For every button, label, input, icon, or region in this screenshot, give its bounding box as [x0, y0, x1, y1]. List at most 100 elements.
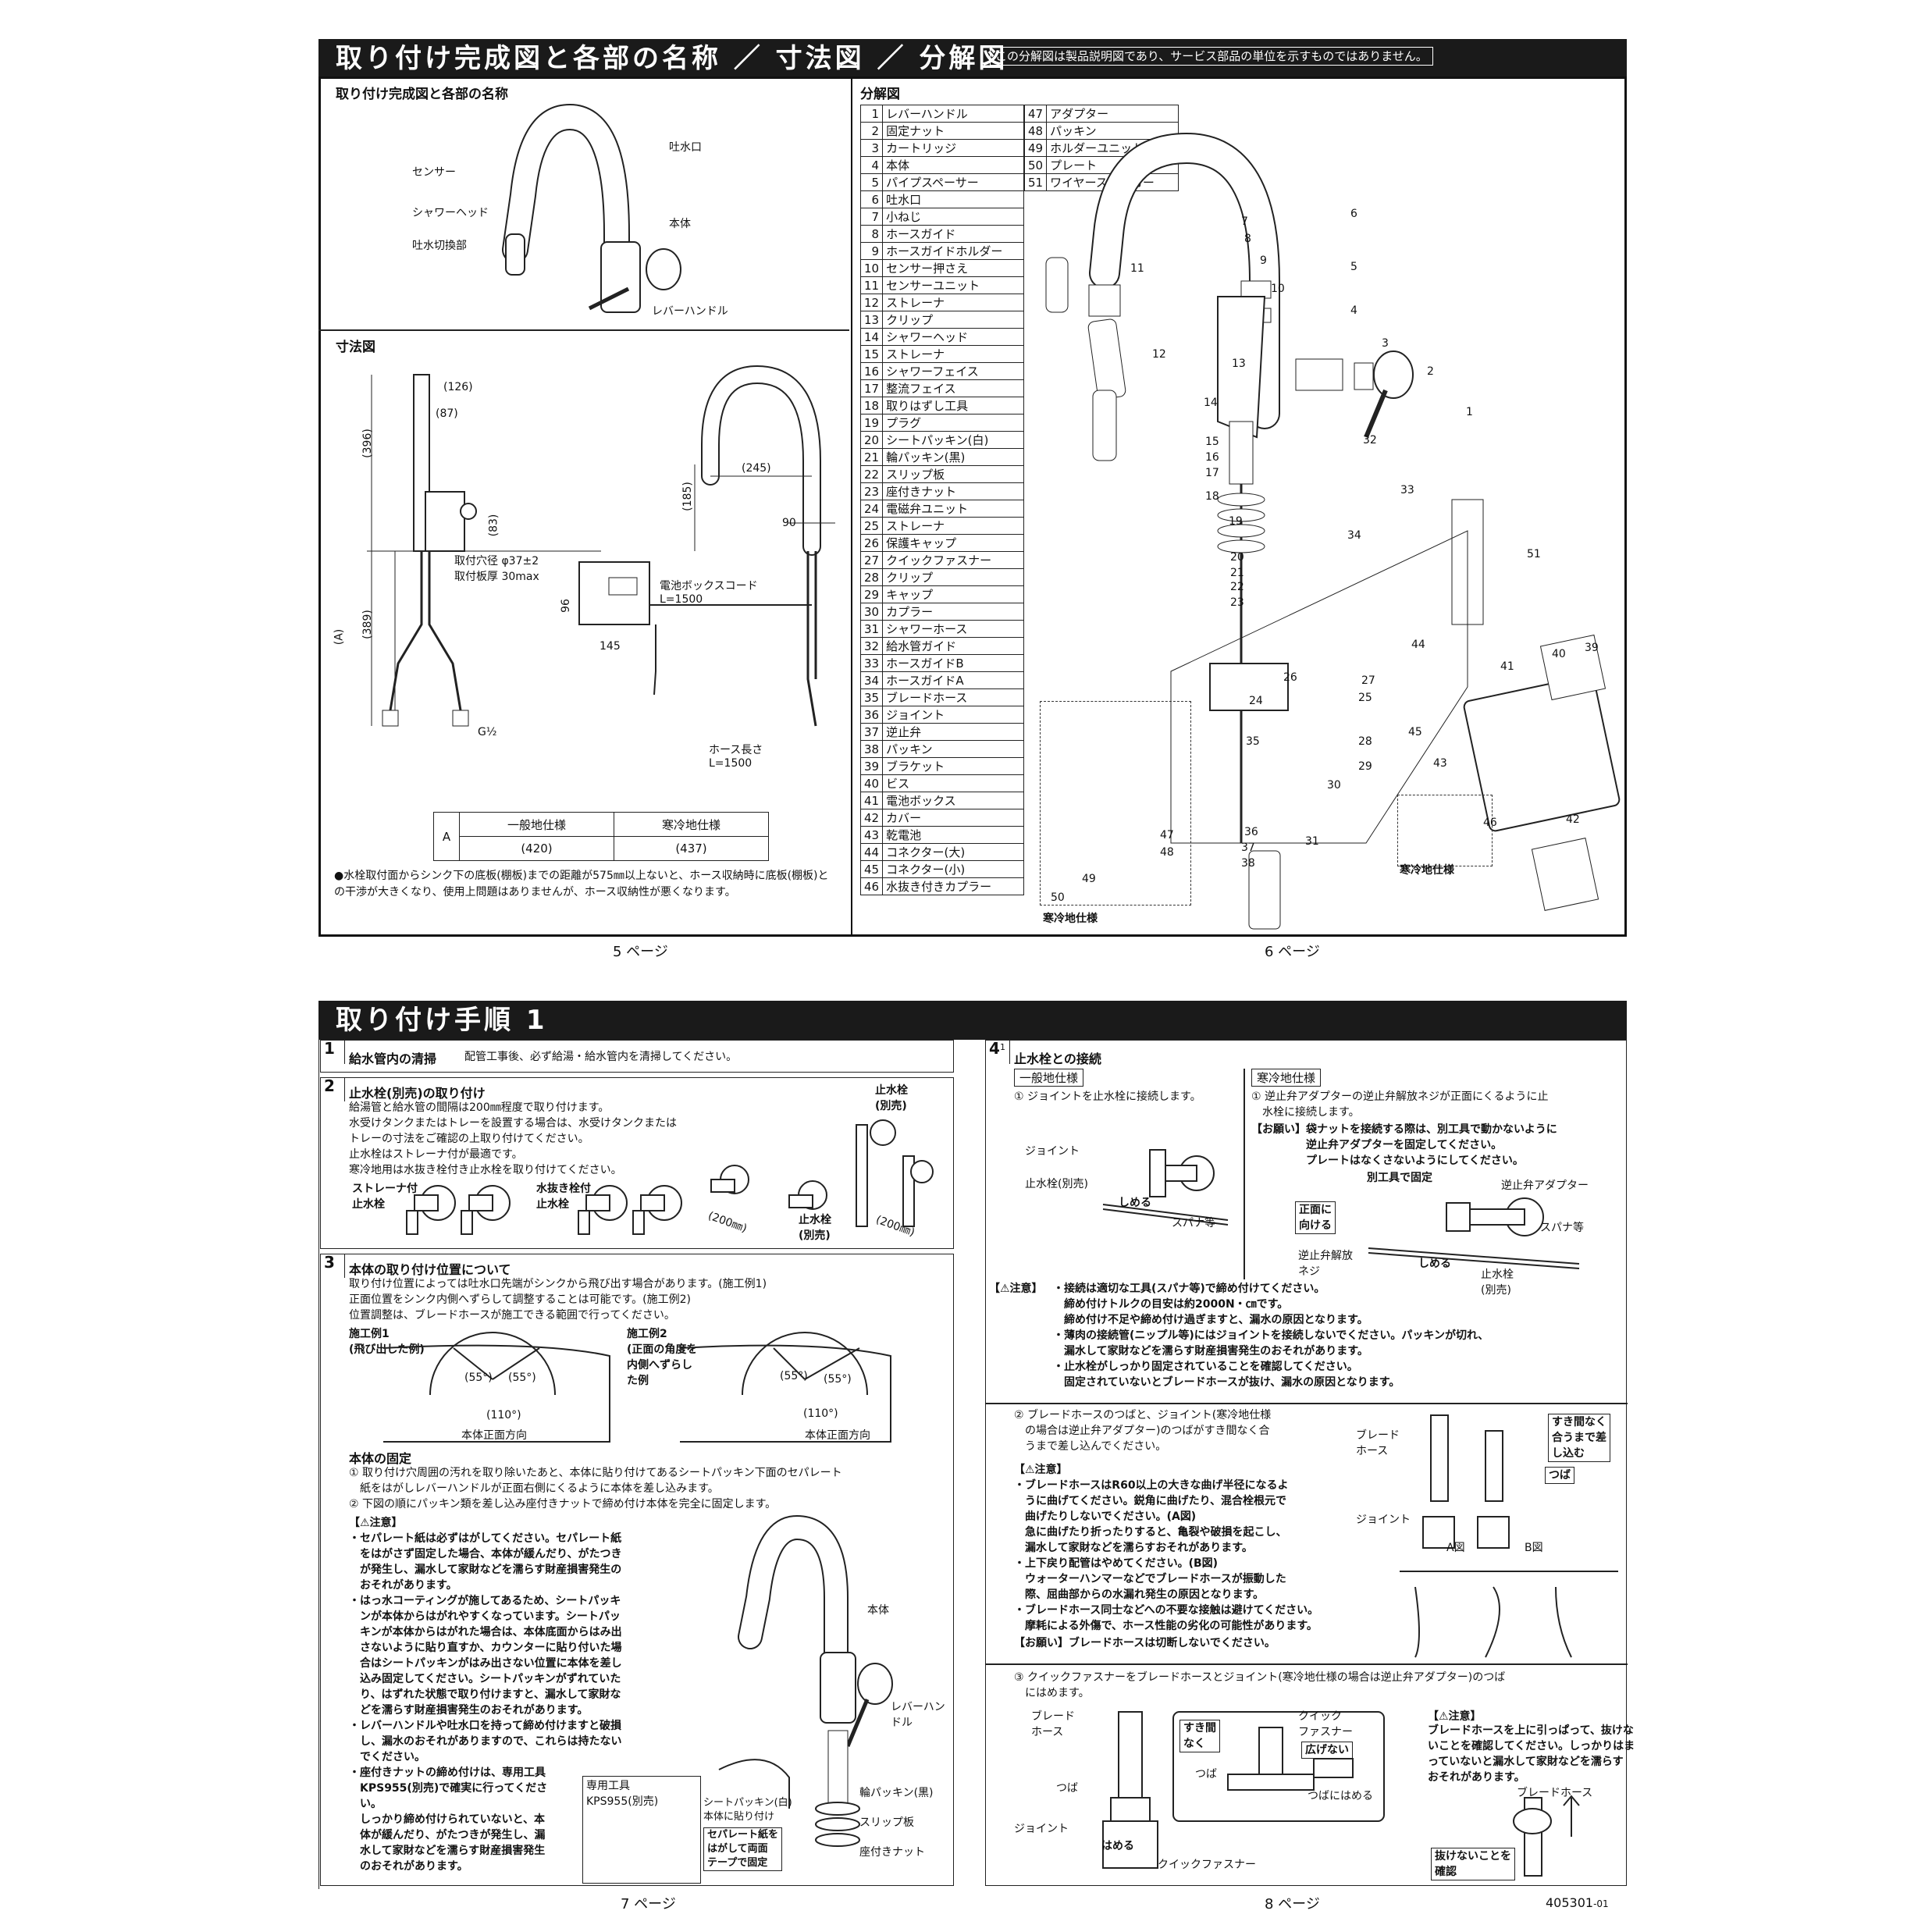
label-spout: 吐水口	[669, 141, 702, 154]
g-label-valve: 止水栓(別売)	[1025, 1178, 1088, 1190]
part-number: 21	[859, 448, 884, 466]
part-number: 39	[859, 757, 884, 775]
caution-line: うに曲げてください。鋭角に曲げたり、混合栓根元で	[1014, 1495, 1287, 1507]
caution-line: 漏水して家財などを濡らすおそれがあります。	[1014, 1542, 1253, 1554]
callout-19: 19	[1229, 515, 1243, 528]
c-label-release-screw: 逆止弁解放 ネジ	[1298, 1250, 1353, 1278]
part-name: シャワーホース	[882, 620, 1025, 638]
f2-label-flange: つば	[1545, 1467, 1574, 1484]
callout-6: 6	[1350, 208, 1357, 220]
dimension-A-table: A 一般地仕様 寒冷地仕様 (420) (437)	[433, 812, 769, 861]
caution-1-title: 【⚠注意】	[989, 1283, 1043, 1295]
step-1-text: 配管工事後、必ず給湯・給水管内を清掃してください。	[464, 1051, 738, 1063]
step-3-line: 位置調整は、ブレードホースが施工できる範囲で行ってください。	[349, 1309, 675, 1322]
top-section-frame	[318, 76, 1627, 937]
caution-line: 摩耗による外傷で、ホース性能の劣化の可能性があります。	[1014, 1620, 1318, 1632]
part-number: 18	[859, 397, 884, 415]
f2-label-B: B図	[1525, 1542, 1543, 1554]
caution-line: ・ブレードホース同士などへの不要な接触は避けてください。	[1014, 1604, 1319, 1617]
exploded-view-figure	[1045, 132, 1621, 930]
caution-line: ・はっ水コーティングが施してあるため、シートパッキ	[349, 1595, 621, 1607]
callout-18: 18	[1205, 490, 1219, 503]
part-name: ホースガイドA	[882, 671, 1025, 689]
dimension-drawing-front	[578, 365, 835, 727]
part-number: 44	[859, 843, 884, 861]
part-name: 給水管ガイド	[882, 637, 1025, 655]
step-3-caution-title: 【⚠注意】	[349, 1517, 403, 1529]
f3-label-fastener-2: クイックファスナー	[1158, 1859, 1256, 1871]
dim-90: 90	[782, 517, 796, 529]
fix-line: 紙をはがしレバーハンドルが正面右側にくるように本体を差し込みます。	[349, 1482, 719, 1495]
part-number: 16	[859, 362, 884, 380]
step-2: 2 止水栓(別売)の取り付け 給湯管と給水管の間隔は200㎜程度で取り付けます。…	[320, 1076, 954, 1249]
c-label-adapter: 逆止弁アダプター	[1501, 1179, 1589, 1192]
caution-line: のおそれがあります。	[349, 1860, 468, 1873]
part-name: 座付きナット	[882, 482, 1025, 500]
part-number: 51	[1023, 173, 1048, 191]
fix-label-body: 本体	[867, 1604, 889, 1617]
top-section-title: 取り付け完成図と各部の名称 ／ 寸法図 ／ 分解図	[336, 43, 1009, 74]
callout-12: 12	[1152, 348, 1166, 361]
part-number: 9	[859, 242, 884, 260]
part-name: クイックファスナー	[882, 551, 1025, 569]
f3-label-no-gap: すき間 なく	[1179, 1720, 1220, 1752]
callout-21: 21	[1230, 567, 1244, 579]
cold-label-1: 寒冷地仕様	[1043, 913, 1098, 925]
callout-46: 46	[1483, 817, 1497, 829]
caution-line: キンが本体からはがれた場合は、本体底面からはみ出	[349, 1626, 622, 1638]
part-number: 1	[859, 105, 884, 123]
example-diagrams	[382, 1332, 891, 1443]
f3-label-joint: ジョイント	[1014, 1823, 1069, 1835]
part-name: クリップ	[882, 311, 1025, 329]
part-name: クリップ	[882, 568, 1025, 586]
callout-50: 50	[1051, 891, 1065, 904]
table-header-cold: 寒冷地仕様	[614, 812, 769, 837]
step-4-number: 4	[989, 1039, 1000, 1058]
callout-48: 48	[1160, 846, 1174, 859]
callout-20: 20	[1230, 551, 1244, 564]
part-name: コネクター(大)	[882, 843, 1025, 861]
bottom-section-band: 取り付け手順 1	[318, 1001, 1627, 1040]
part-number: 8	[859, 225, 884, 243]
dim-185: (185)	[681, 482, 694, 511]
step-3-line: 正面位置をシンク内側へずらして調整することは可能です。(施工例2)	[349, 1293, 692, 1306]
battery-cord-label: 電池ボックスコード	[660, 580, 758, 592]
request-2: 【お願い】ブレードホースは切断しないでください。	[1014, 1637, 1276, 1649]
caution-line: KPS955(別売)で確実に行ってくださ	[349, 1782, 548, 1795]
table-value-cold: (437)	[614, 836, 769, 861]
step-4-2: ② ブレードホースのつばと、ジョイント(寒冷地仕様 の場合は逆止弁アダプター)の…	[1014, 1407, 1271, 1454]
callout-2: 2	[1427, 365, 1434, 378]
seat-packing-label: シートパッキン(白) 本体に貼り付け	[703, 1797, 792, 1823]
part-name: 電磁弁ユニット	[882, 500, 1025, 518]
caution-line: ・レバーハンドルや吐水口を持って締め付けますと破損	[349, 1720, 622, 1732]
part-number: 11	[859, 276, 884, 294]
part-name: カバー	[882, 809, 1025, 827]
label-strainer-valve: ストレーナ付 止水栓	[352, 1183, 418, 1211]
step-4-2-line: の場合は逆止弁アダプター)のつばがすき間なく合	[1014, 1425, 1270, 1437]
dim-96: 96	[559, 599, 572, 613]
step-4-sep-1	[986, 1403, 1628, 1404]
front-direction-2: 本体正面方向	[805, 1429, 870, 1442]
callout-9: 9	[1260, 254, 1267, 267]
step-4-3-line: ③ クイックファスナーをブレードホースとジョイント(寒冷地仕様の場合は逆止弁アダ…	[1014, 1671, 1506, 1684]
part-number: 5	[859, 173, 884, 191]
dim-389: (389)	[361, 610, 374, 639]
caution-line: が発生し、漏水して家財などを濡らす財産損害発生の	[349, 1564, 622, 1576]
part-number: 37	[859, 723, 884, 741]
part-name: パッキン	[882, 740, 1025, 758]
caution-line: しっかり締め付けられていないと、本	[349, 1813, 546, 1826]
